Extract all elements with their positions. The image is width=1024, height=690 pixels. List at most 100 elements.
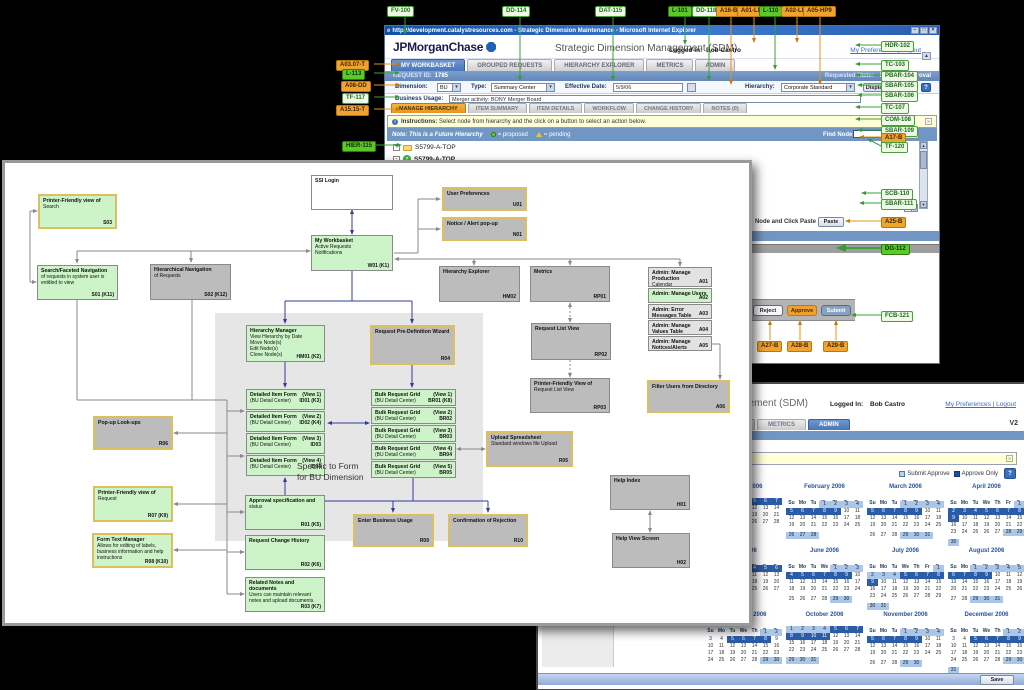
day-cell[interactable]	[749, 626, 760, 633]
day-cell[interactable]	[786, 539, 797, 546]
day-cell[interactable]: 19	[1016, 579, 1023, 585]
day-cell[interactable]: 1	[760, 629, 771, 636]
close-icon[interactable]: ×	[929, 27, 937, 34]
day-cell[interactable]: 11	[718, 643, 725, 649]
day-cell[interactable]: 27	[762, 519, 769, 525]
preferences-logout-links[interactable]: My Preferences | Logout	[945, 401, 1016, 408]
day-cell[interactable]: 2	[830, 501, 841, 508]
dimension-select[interactable]: BU▾	[437, 83, 461, 92]
day-cell[interactable]: 3	[841, 501, 852, 508]
day-cell[interactable]	[889, 562, 900, 569]
tab-grouped-requests[interactable]: GROUPED REQUESTS	[467, 59, 553, 71]
scroll-up-icon[interactable]: ▲	[922, 52, 931, 60]
day-cell[interactable]: 30	[1014, 657, 1024, 664]
day-cell[interactable]	[760, 536, 771, 543]
day-cell[interactable]	[1003, 664, 1014, 671]
day-cell[interactable]: 13	[740, 643, 747, 649]
day-cell[interactable]	[771, 664, 782, 671]
day-cell[interactable]: 8	[1003, 636, 1014, 643]
day-cell[interactable]: 1	[786, 626, 797, 633]
day-cell[interactable]: 25	[1005, 586, 1012, 592]
day-cell[interactable]	[819, 539, 830, 546]
day-cell[interactable]: 6	[948, 572, 959, 579]
day-cell[interactable]	[981, 603, 992, 610]
day-cell[interactable]: 30	[771, 657, 782, 664]
day-cell[interactable]: 24	[961, 529, 968, 535]
day-cell[interactable]: 15	[788, 640, 795, 646]
day-cell[interactable]: 2	[867, 572, 878, 579]
day-cell[interactable]	[922, 562, 933, 569]
day-cell[interactable]: 11	[854, 508, 861, 514]
day-cell[interactable]	[1014, 593, 1024, 600]
day-cell[interactable]	[716, 626, 727, 633]
day-cell[interactable]	[948, 498, 959, 505]
day-cell[interactable]: 22	[788, 647, 795, 653]
day-cell[interactable]: 16	[869, 586, 876, 592]
day-cell[interactable]: 9	[830, 508, 841, 515]
day-cell[interactable]: 19	[799, 586, 806, 592]
day-cell[interactable]: 21	[854, 640, 861, 646]
day-cell[interactable]: 5	[970, 636, 981, 643]
subtab-item-details[interactable]: ITEM DETAILS	[528, 103, 583, 113]
day-cell[interactable]	[1003, 603, 1014, 610]
day-cell[interactable]: 27	[880, 660, 887, 666]
day-cell[interactable]: 6	[878, 636, 889, 643]
day-cell[interactable]	[992, 626, 1003, 633]
day-cell[interactable]	[841, 664, 852, 671]
type-select[interactable]: Summary Center▾	[491, 83, 555, 92]
day-cell[interactable]: 13	[799, 515, 806, 521]
day-cell[interactable]	[819, 654, 830, 661]
day-cell[interactable]	[867, 498, 878, 505]
day-cell[interactable]: 31	[808, 657, 819, 664]
day-cell[interactable]: 25	[788, 596, 795, 602]
day-cell[interactable]: 1	[830, 565, 841, 572]
day-cell[interactable]	[948, 626, 959, 633]
day-cell[interactable]: 2	[841, 565, 852, 572]
day-cell[interactable]: 28	[994, 657, 1001, 663]
day-cell[interactable]	[900, 600, 911, 607]
effective-date-input[interactable]: 5/9/06	[613, 83, 683, 92]
day-cell[interactable]: 16	[950, 522, 957, 528]
day-cell[interactable]: 28	[924, 593, 931, 599]
day-cell[interactable]: 28	[808, 532, 819, 539]
day-cell[interactable]: 10	[950, 643, 957, 649]
day-cell[interactable]: 23	[869, 593, 876, 599]
day-cell[interactable]: 28	[751, 657, 758, 663]
day-cell[interactable]: 7	[749, 636, 760, 643]
day-cell[interactable]: 18	[972, 522, 979, 528]
day-cell[interactable]: 12	[751, 505, 758, 511]
day-cell[interactable]: 29	[900, 532, 911, 539]
day-cell[interactable]: 28	[891, 532, 898, 538]
day-cell[interactable]	[771, 526, 782, 533]
day-cell[interactable]: 11	[972, 515, 979, 521]
day-cell[interactable]	[852, 664, 863, 671]
day-cell[interactable]: 7	[922, 572, 933, 579]
tree-node[interactable]: +S5799-A-TOP	[393, 144, 456, 151]
day-cell[interactable]: 18	[788, 586, 795, 592]
day-cell[interactable]: 1	[1003, 629, 1014, 636]
day-cell[interactable]: 30	[911, 660, 922, 667]
day-cell[interactable]: 4	[720, 636, 723, 642]
day-cell[interactable]: 17	[880, 586, 887, 592]
day-cell[interactable]	[889, 626, 900, 633]
day-cell[interactable]: 21	[994, 650, 1001, 656]
day-cell[interactable]: 21	[751, 650, 758, 656]
day-cell[interactable]	[771, 593, 782, 600]
scroll-up-icon[interactable]: ▲	[920, 142, 927, 149]
day-cell[interactable]: 12	[869, 515, 876, 521]
day-cell[interactable]: 23	[913, 650, 920, 656]
day-cell[interactable]: 28	[1003, 529, 1014, 536]
day-cell[interactable]	[970, 603, 981, 610]
day-cell[interactable]	[959, 562, 970, 569]
day-cell[interactable]	[771, 536, 782, 543]
day-cell[interactable]: 5	[830, 626, 841, 633]
day-cell[interactable]: 18	[854, 515, 861, 521]
day-cell[interactable]: 15	[1016, 515, 1023, 521]
day-cell[interactable]: 20	[994, 522, 1001, 528]
day-cell[interactable]: 20	[913, 586, 920, 592]
day-cell[interactable]: 23	[913, 522, 920, 528]
day-cell[interactable]: 7	[808, 508, 819, 515]
day-cell[interactable]: 30	[948, 539, 959, 546]
day-cell[interactable]: 29	[786, 657, 797, 664]
day-cell[interactable]: 12	[902, 579, 909, 585]
